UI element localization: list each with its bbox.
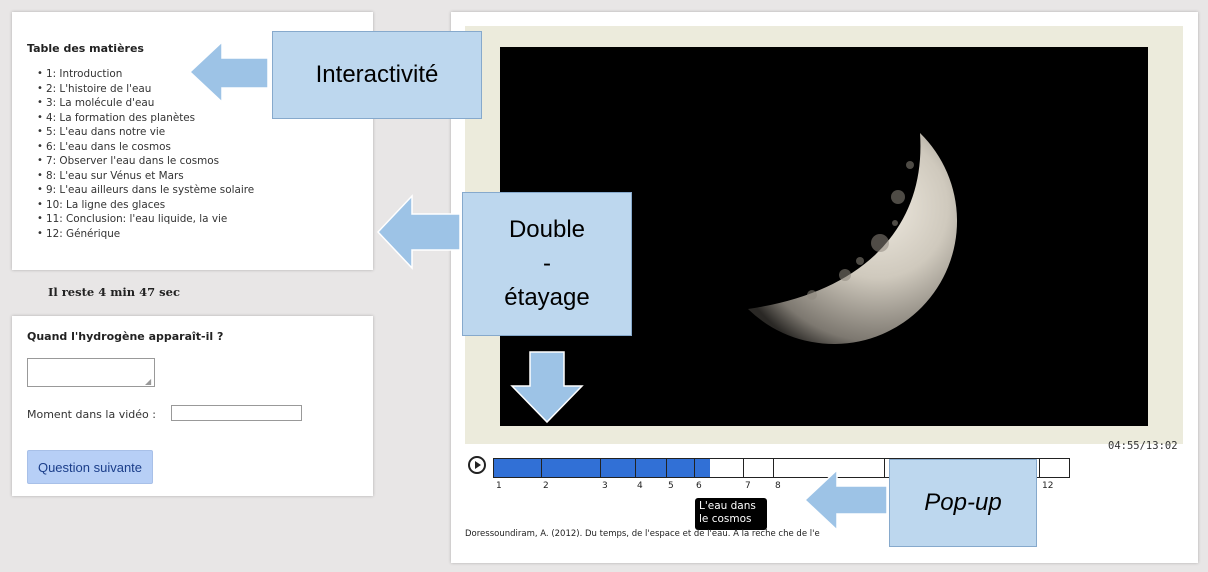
- toc-item-12[interactable]: 12: Générique: [37, 227, 357, 242]
- moment-label: Moment dans la vidéo :: [27, 408, 156, 421]
- next-question-button[interactable]: Question suivante: [27, 450, 153, 484]
- question-panel: Quand l'hydrogène apparaît-il ? ◢ Moment…: [12, 316, 373, 496]
- toc-item-11[interactable]: 11: Conclusion: l'eau liquide, la vie: [37, 212, 357, 227]
- callout-text: Interactivité: [315, 61, 439, 88]
- chapter-marker[interactable]: [600, 458, 601, 478]
- chapter-number: 6: [696, 481, 702, 491]
- play-button-icon[interactable]: [468, 456, 486, 474]
- toc-title: Table des matières: [27, 42, 144, 55]
- chapter-marker[interactable]: [666, 458, 667, 478]
- callout-text: -: [543, 250, 551, 277]
- toc-list: 1: Introduction 2: L'histoire de l'eau 3…: [27, 67, 357, 241]
- toc-item-5[interactable]: 5: L'eau dans notre vie: [37, 125, 357, 140]
- callout-popup: Pop-up: [889, 459, 1037, 547]
- callout-text: Double: [508, 216, 586, 243]
- chapter-number: 7: [745, 481, 751, 491]
- chapter-number: 3: [602, 481, 608, 491]
- resize-grip-icon[interactable]: ◢: [145, 377, 152, 386]
- chapter-number: 8: [775, 481, 781, 491]
- chapter-tooltip: L'eau dans le cosmos: [695, 498, 767, 530]
- toc-item-1[interactable]: 1: Introduction: [37, 67, 357, 82]
- toc-item-8[interactable]: 8: L'eau sur Vénus et Mars: [37, 169, 357, 184]
- remaining-time-text: Il reste 4 min 47 sec: [48, 285, 180, 299]
- timeline-progress: [494, 459, 711, 477]
- toc-item-4[interactable]: 4: La formation des planètes: [37, 111, 357, 126]
- chapter-marker[interactable]: [773, 458, 774, 478]
- chapter-number: 2: [543, 481, 549, 491]
- arrow-left-icon: [803, 468, 888, 532]
- toc-item-9[interactable]: 9: L'eau ailleurs dans le système solair…: [37, 183, 357, 198]
- time-display: 04:55/13:02: [1108, 440, 1178, 452]
- moon-image: [748, 133, 958, 345]
- toc-item-2[interactable]: 2: L'histoire de l'eau: [37, 82, 357, 97]
- video-frame: [465, 26, 1183, 444]
- toc-item-7[interactable]: 7: Observer l'eau dans le cosmos: [37, 154, 357, 169]
- moment-input[interactable]: [171, 405, 302, 421]
- chapter-marker[interactable]: [635, 458, 636, 478]
- arrow-left-icon: [376, 194, 461, 270]
- answer-textarea[interactable]: [27, 358, 155, 387]
- chapter-number: 4: [637, 481, 643, 491]
- chapter-marker[interactable]: [884, 458, 885, 478]
- chapter-marker[interactable]: [1039, 458, 1040, 478]
- question-prompt: Quand l'hydrogène apparaît-il ?: [27, 330, 224, 343]
- toc-item-3[interactable]: 3: La molécule d'eau: [37, 96, 357, 111]
- callout-double-etayage: Double - étayage: [462, 192, 632, 336]
- chapter-marker[interactable]: [694, 458, 695, 478]
- callout-text: étayage: [504, 284, 590, 311]
- toc-item-6[interactable]: 6: L'eau dans le cosmos: [37, 140, 357, 155]
- toc-item-10[interactable]: 10: La ligne des glaces: [37, 198, 357, 213]
- callout-text: Pop-up: [924, 489, 1002, 516]
- chapter-marker[interactable]: [541, 458, 542, 478]
- chapter-number: 12: [1042, 481, 1054, 491]
- chapter-number: 5: [668, 481, 674, 491]
- callout-interactivite: Interactivité: [272, 31, 482, 119]
- chapter-marker[interactable]: [743, 458, 744, 478]
- arrow-down-icon: [510, 351, 584, 424]
- arrow-left-icon: [188, 40, 269, 104]
- chapter-number: 1: [496, 481, 502, 491]
- video-citation: Doressoundiram, A. (2012). Du temps, de …: [465, 529, 820, 539]
